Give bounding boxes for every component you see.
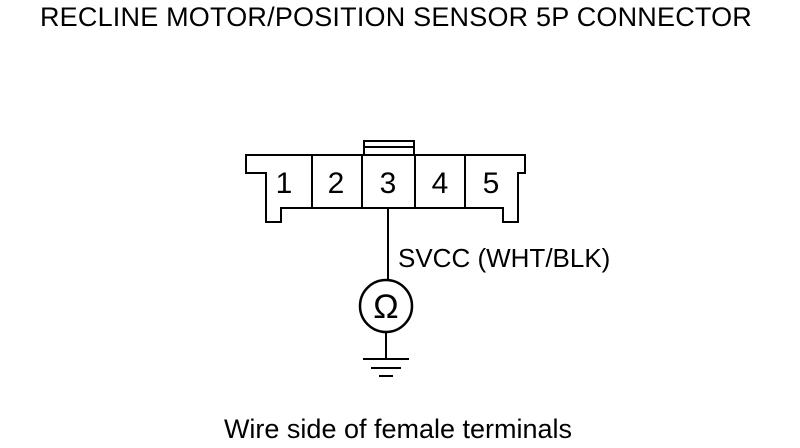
pin-label-5: 5 xyxy=(483,167,500,200)
ohm-symbol: Ω xyxy=(373,288,398,326)
ground-icon xyxy=(363,358,409,377)
connector-housing-outline xyxy=(245,154,526,223)
pin-label-3: 3 xyxy=(380,167,397,200)
view-caption: Wire side of female terminals xyxy=(223,414,573,444)
wire-label: SVCC (WHT/BLK) xyxy=(398,243,610,273)
diagram-title: RECLINE MOTOR/POSITION SENSOR 5P CONNECT… xyxy=(39,2,753,32)
pin-label-1: 1 xyxy=(276,167,293,200)
ohmmeter-icon: Ω xyxy=(358,278,414,334)
connector-5p xyxy=(245,140,526,223)
pin-label-4: 4 xyxy=(432,167,449,200)
pin-label-2: 2 xyxy=(328,167,345,200)
